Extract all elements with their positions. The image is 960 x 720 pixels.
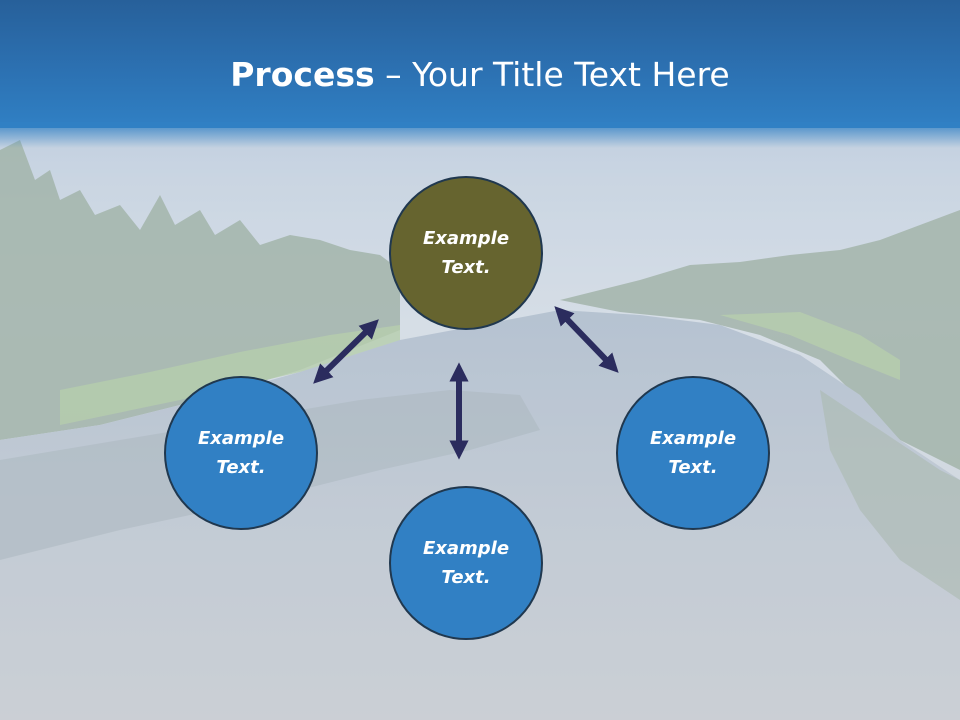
process-node-left-label: Example Text. (197, 428, 285, 478)
header-bar (0, 0, 960, 128)
process-node-center[interactable]: Example Text. (389, 176, 543, 330)
process-node-center-label: Example Text. (422, 228, 510, 278)
process-node-right-label: Example Text. (649, 428, 737, 478)
title-regular-part: – Your Title Text Here (374, 55, 730, 94)
process-node-right[interactable]: Example Text. (616, 376, 770, 530)
slide-title[interactable]: Process – Your Title Text Here (0, 52, 960, 98)
process-node-left[interactable]: Example Text. (164, 376, 318, 530)
arrow-center-right (554, 306, 619, 373)
title-bold-part: Process (230, 55, 375, 94)
process-node-bottom[interactable]: Example Text. (389, 486, 543, 640)
process-node-bottom-label: Example Text. (422, 538, 510, 588)
header-fade (0, 122, 960, 148)
arrow-center-left (313, 319, 379, 384)
